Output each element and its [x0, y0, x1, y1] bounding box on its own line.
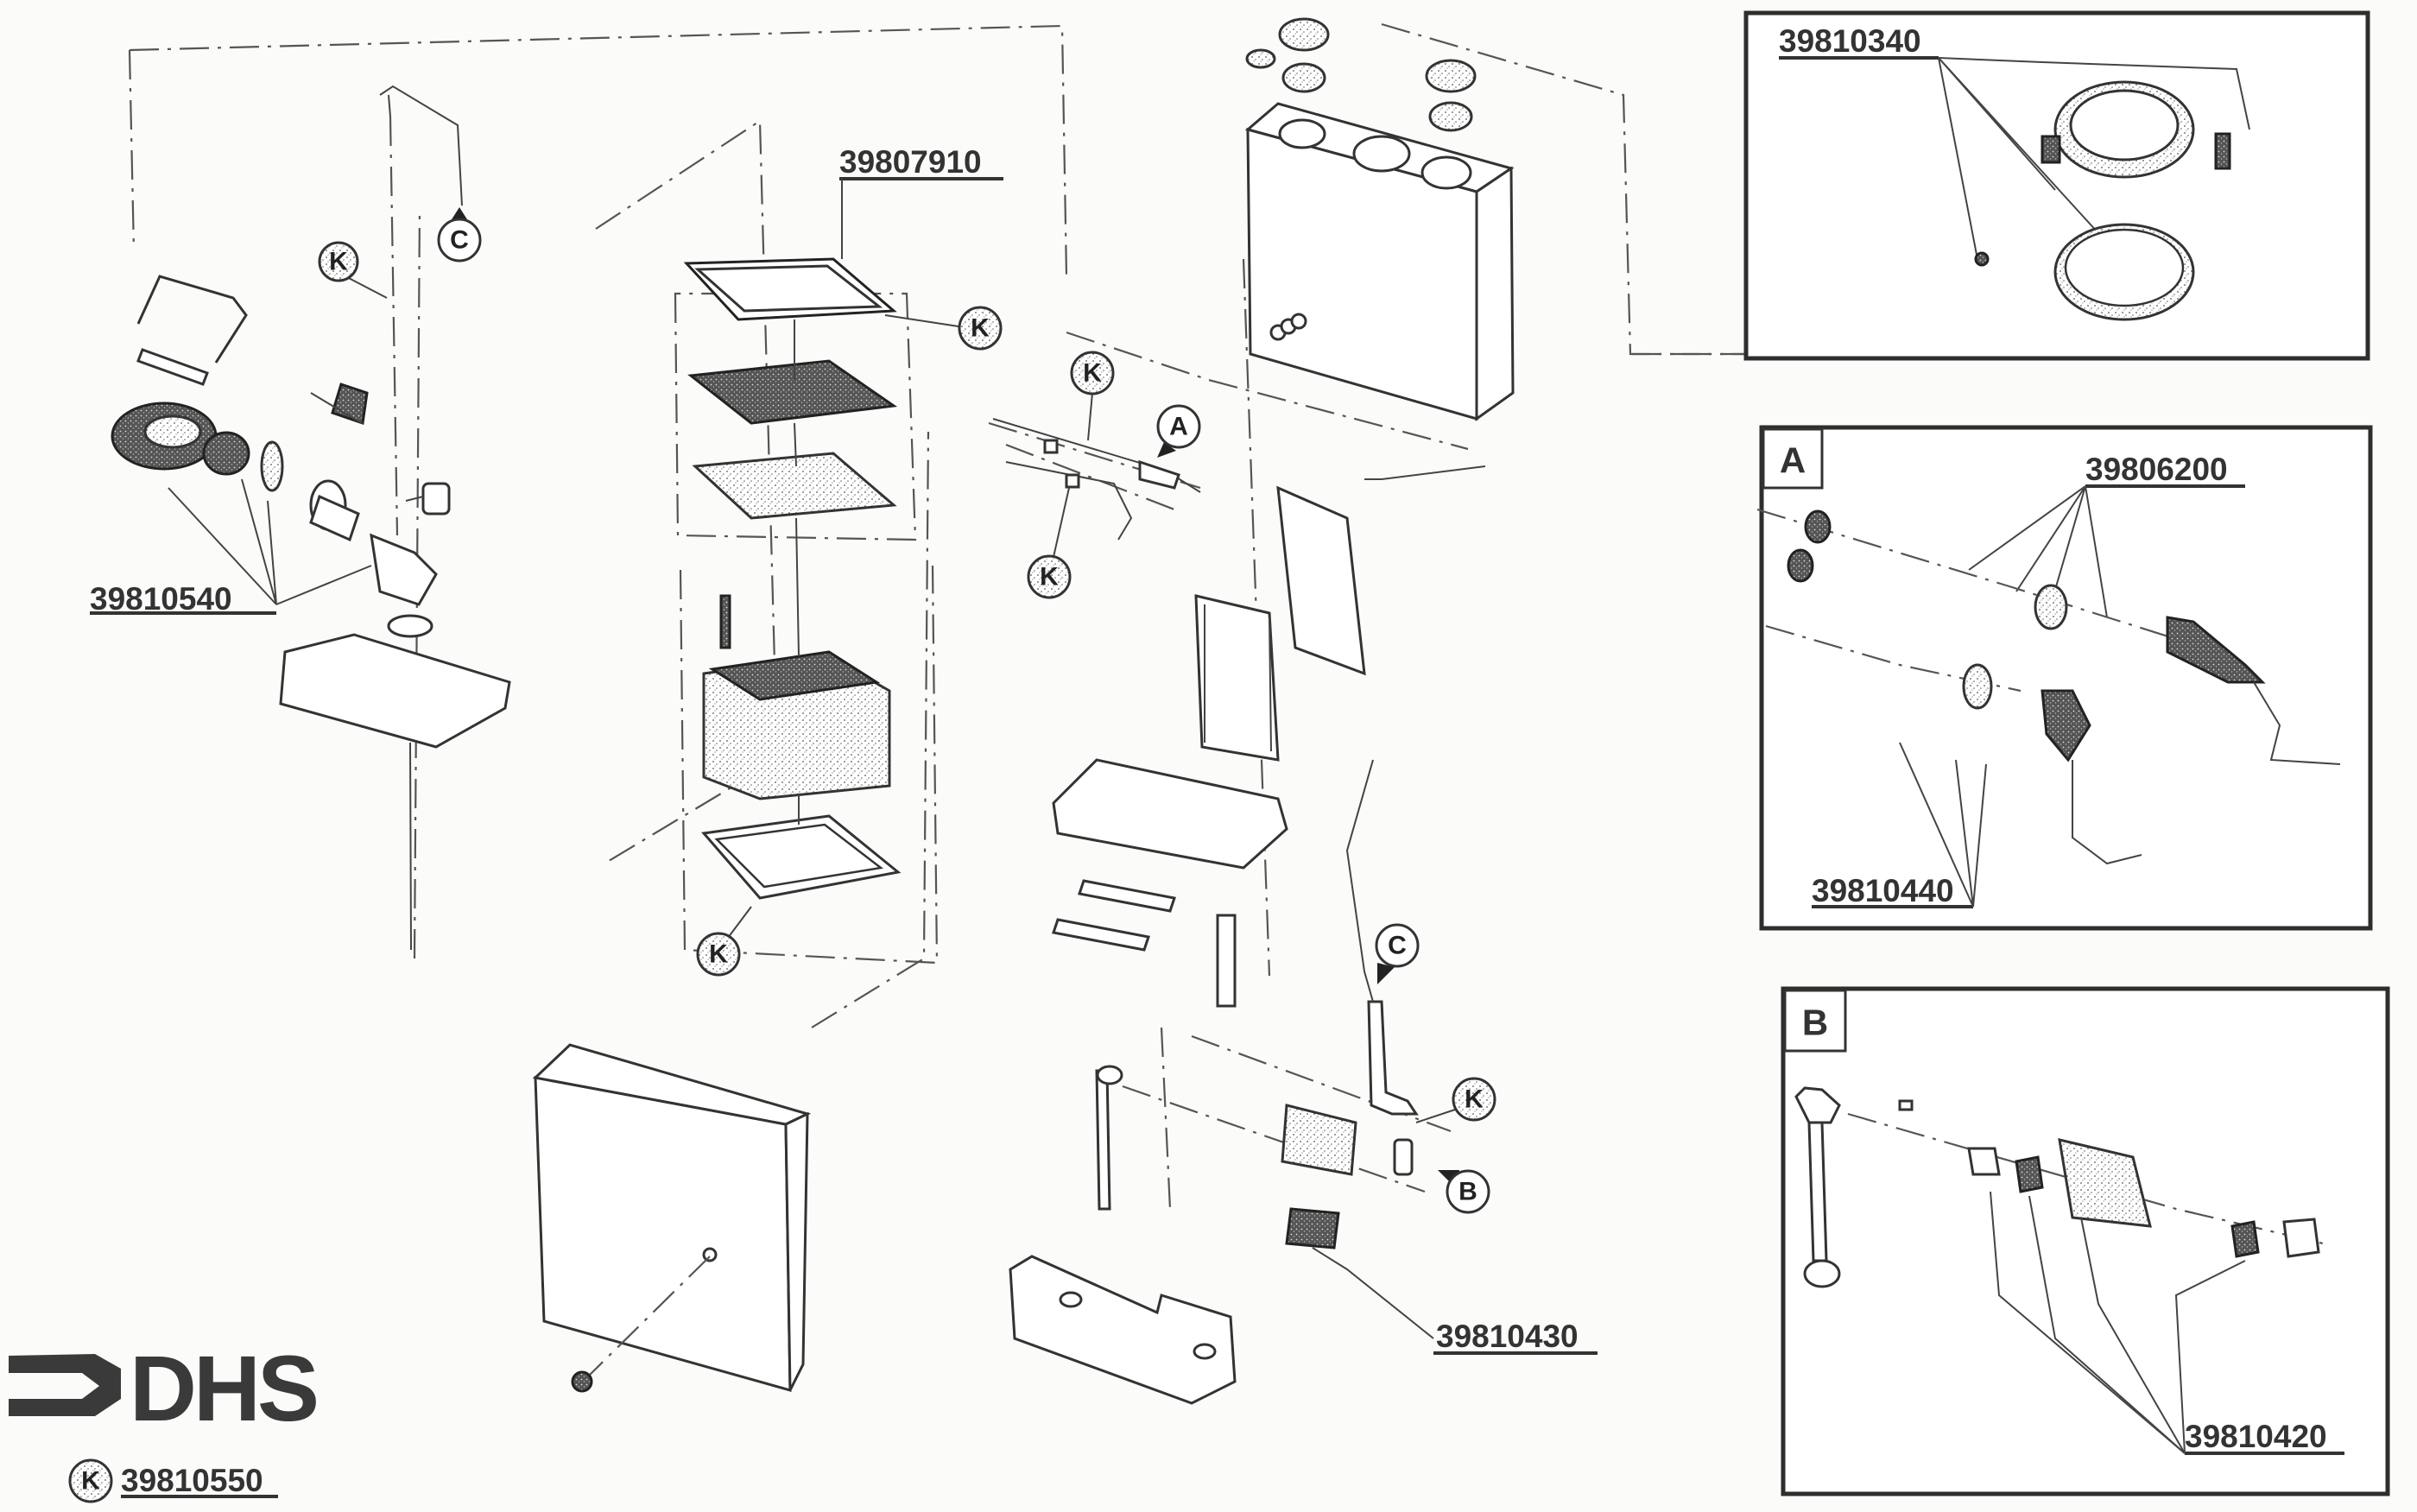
gas-valve-body: [1281, 1104, 1357, 1176]
insulation-plate: [692, 452, 897, 520]
legend-k-icon: [68, 1458, 113, 1503]
marker-k-6[interactable]: K: [1415, 1077, 1496, 1123]
svg-text:B: B: [1458, 1178, 1477, 1206]
fan-housing-outlet: [202, 431, 250, 476]
burner-tray-frame: [1052, 758, 1288, 870]
marker-c-circle: [437, 218, 482, 263]
filter-mesh: [331, 383, 369, 426]
fan-gasket: [260, 440, 284, 492]
logo-arrow-icon: [9, 1354, 121, 1416]
casing-side: [1475, 166, 1515, 421]
electrode-group: [988, 418, 1201, 541]
marker-k-1[interactable]: K: [318, 241, 388, 299]
svg-text:K: K: [329, 248, 348, 276]
bracket-wire: [136, 275, 248, 364]
marker-k-3[interactable]: K: [696, 906, 752, 977]
grommet: [1804, 509, 1832, 544]
fan-assembly-group: [111, 85, 511, 951]
part-number-label[interactable]: 39806200: [2085, 452, 2228, 487]
callout-39810540[interactable]: 39810540: [90, 581, 276, 617]
logo-text: DHS: [130, 1336, 316, 1440]
pipe-connector: [719, 594, 731, 649]
marker-k-2[interactable]: K: [884, 306, 1003, 351]
electrode-washer: [2034, 584, 2068, 630]
detail-tag-box: [1762, 427, 1824, 490]
combustion-chamber: [1194, 594, 1280, 762]
svg-text:C: C: [1388, 932, 1407, 960]
burner-tray: [279, 633, 511, 749]
part-number-label[interactable]: 39810420: [2185, 1419, 2327, 1454]
cover-screw: [571, 1370, 593, 1393]
burner-gasket: [387, 614, 433, 638]
svg-text:A: A: [1169, 413, 1188, 441]
svg-text:K: K: [709, 940, 728, 969]
part-number-label: 39810430: [1436, 1319, 1579, 1354]
part-number-label: 39807910: [839, 144, 982, 180]
baffle-plate: [687, 359, 898, 425]
callout-39810430[interactable]: 39810430: [1433, 1319, 1598, 1355]
electrode-lead: [2253, 681, 2341, 765]
marker-k-circle: [318, 241, 359, 282]
inlet-pipe: [1807, 1121, 1828, 1262]
bottom-plate: [1009, 1255, 1237, 1405]
gasket-strip: [136, 348, 209, 386]
electrode-boot: [2166, 616, 2266, 684]
combustion-chamber-group: [1052, 465, 1486, 1008]
detail-tag-box: [1783, 989, 1847, 1053]
flue-seal-ring: [1278, 17, 1330, 52]
front-panel: [532, 1043, 812, 1393]
chamber-back-frame: [1276, 485, 1366, 676]
marker-k-4[interactable]: K: [1070, 351, 1115, 441]
gasket-outlet: [2230, 1220, 2260, 1258]
legend-k: K 39810550: [68, 1458, 278, 1503]
part-number-label[interactable]: 39810440: [1812, 873, 1954, 908]
seal-strip: [2214, 132, 2231, 170]
part-number-label[interactable]: 39810340: [1779, 23, 1921, 59]
heat-exchanger-group: [674, 257, 939, 965]
support-rod: [1216, 914, 1237, 1008]
assembly-guide-lines: [128, 22, 1762, 1210]
gas-valve-group: [1009, 759, 1434, 1405]
gas-inlet-pipe: [1095, 1069, 1111, 1211]
svg-text:K: K: [81, 1467, 100, 1496]
marker-k-5[interactable]: K: [1027, 487, 1072, 599]
brand-logo: DHS: [9, 1336, 320, 1440]
gas-valve-block: [2058, 1138, 2152, 1228]
gas-filter: [1285, 1207, 1340, 1249]
svg-text:C: C: [450, 226, 469, 255]
svg-text:K: K: [971, 314, 990, 343]
part-number-label: 39810540: [90, 581, 232, 617]
air-inlet-elbow: [370, 533, 438, 606]
detail-tag-label: B: [1802, 1003, 1828, 1043]
gas-pipe-c: [1367, 1000, 1419, 1116]
marker-c-1[interactable]: C: [437, 207, 482, 263]
detail-tag-label: A: [1780, 440, 1806, 481]
detail-panel-frame: [1743, 10, 2370, 361]
outlet-fitting: [2282, 1218, 2320, 1258]
svg-text:K: K: [1083, 359, 1102, 388]
svg-text:K: K: [1040, 563, 1059, 592]
legend-part-number: 39810550: [121, 1463, 263, 1498]
clamp-screw: [2041, 135, 2061, 164]
detail-panel-flue: 39810340: [1743, 10, 2370, 361]
detail-panel-b: B 39810420: [1781, 986, 2390, 1496]
gasket-inlet: [2015, 1155, 2044, 1193]
casing-group: [1244, 17, 1515, 421]
detail-panel-a: A 39806200 39810440: [1756, 425, 2373, 931]
sensor-cap: [421, 482, 451, 516]
marker-b-1[interactable]: B: [1438, 1169, 1490, 1214]
svg-text:K: K: [1465, 1085, 1484, 1114]
marker-a-1[interactable]: A: [1156, 404, 1201, 458]
marker-c-2[interactable]: C: [1375, 923, 1420, 984]
detail-panel-frame: [1759, 425, 2373, 931]
callout-39807910[interactable]: 39807910: [839, 144, 1003, 259]
